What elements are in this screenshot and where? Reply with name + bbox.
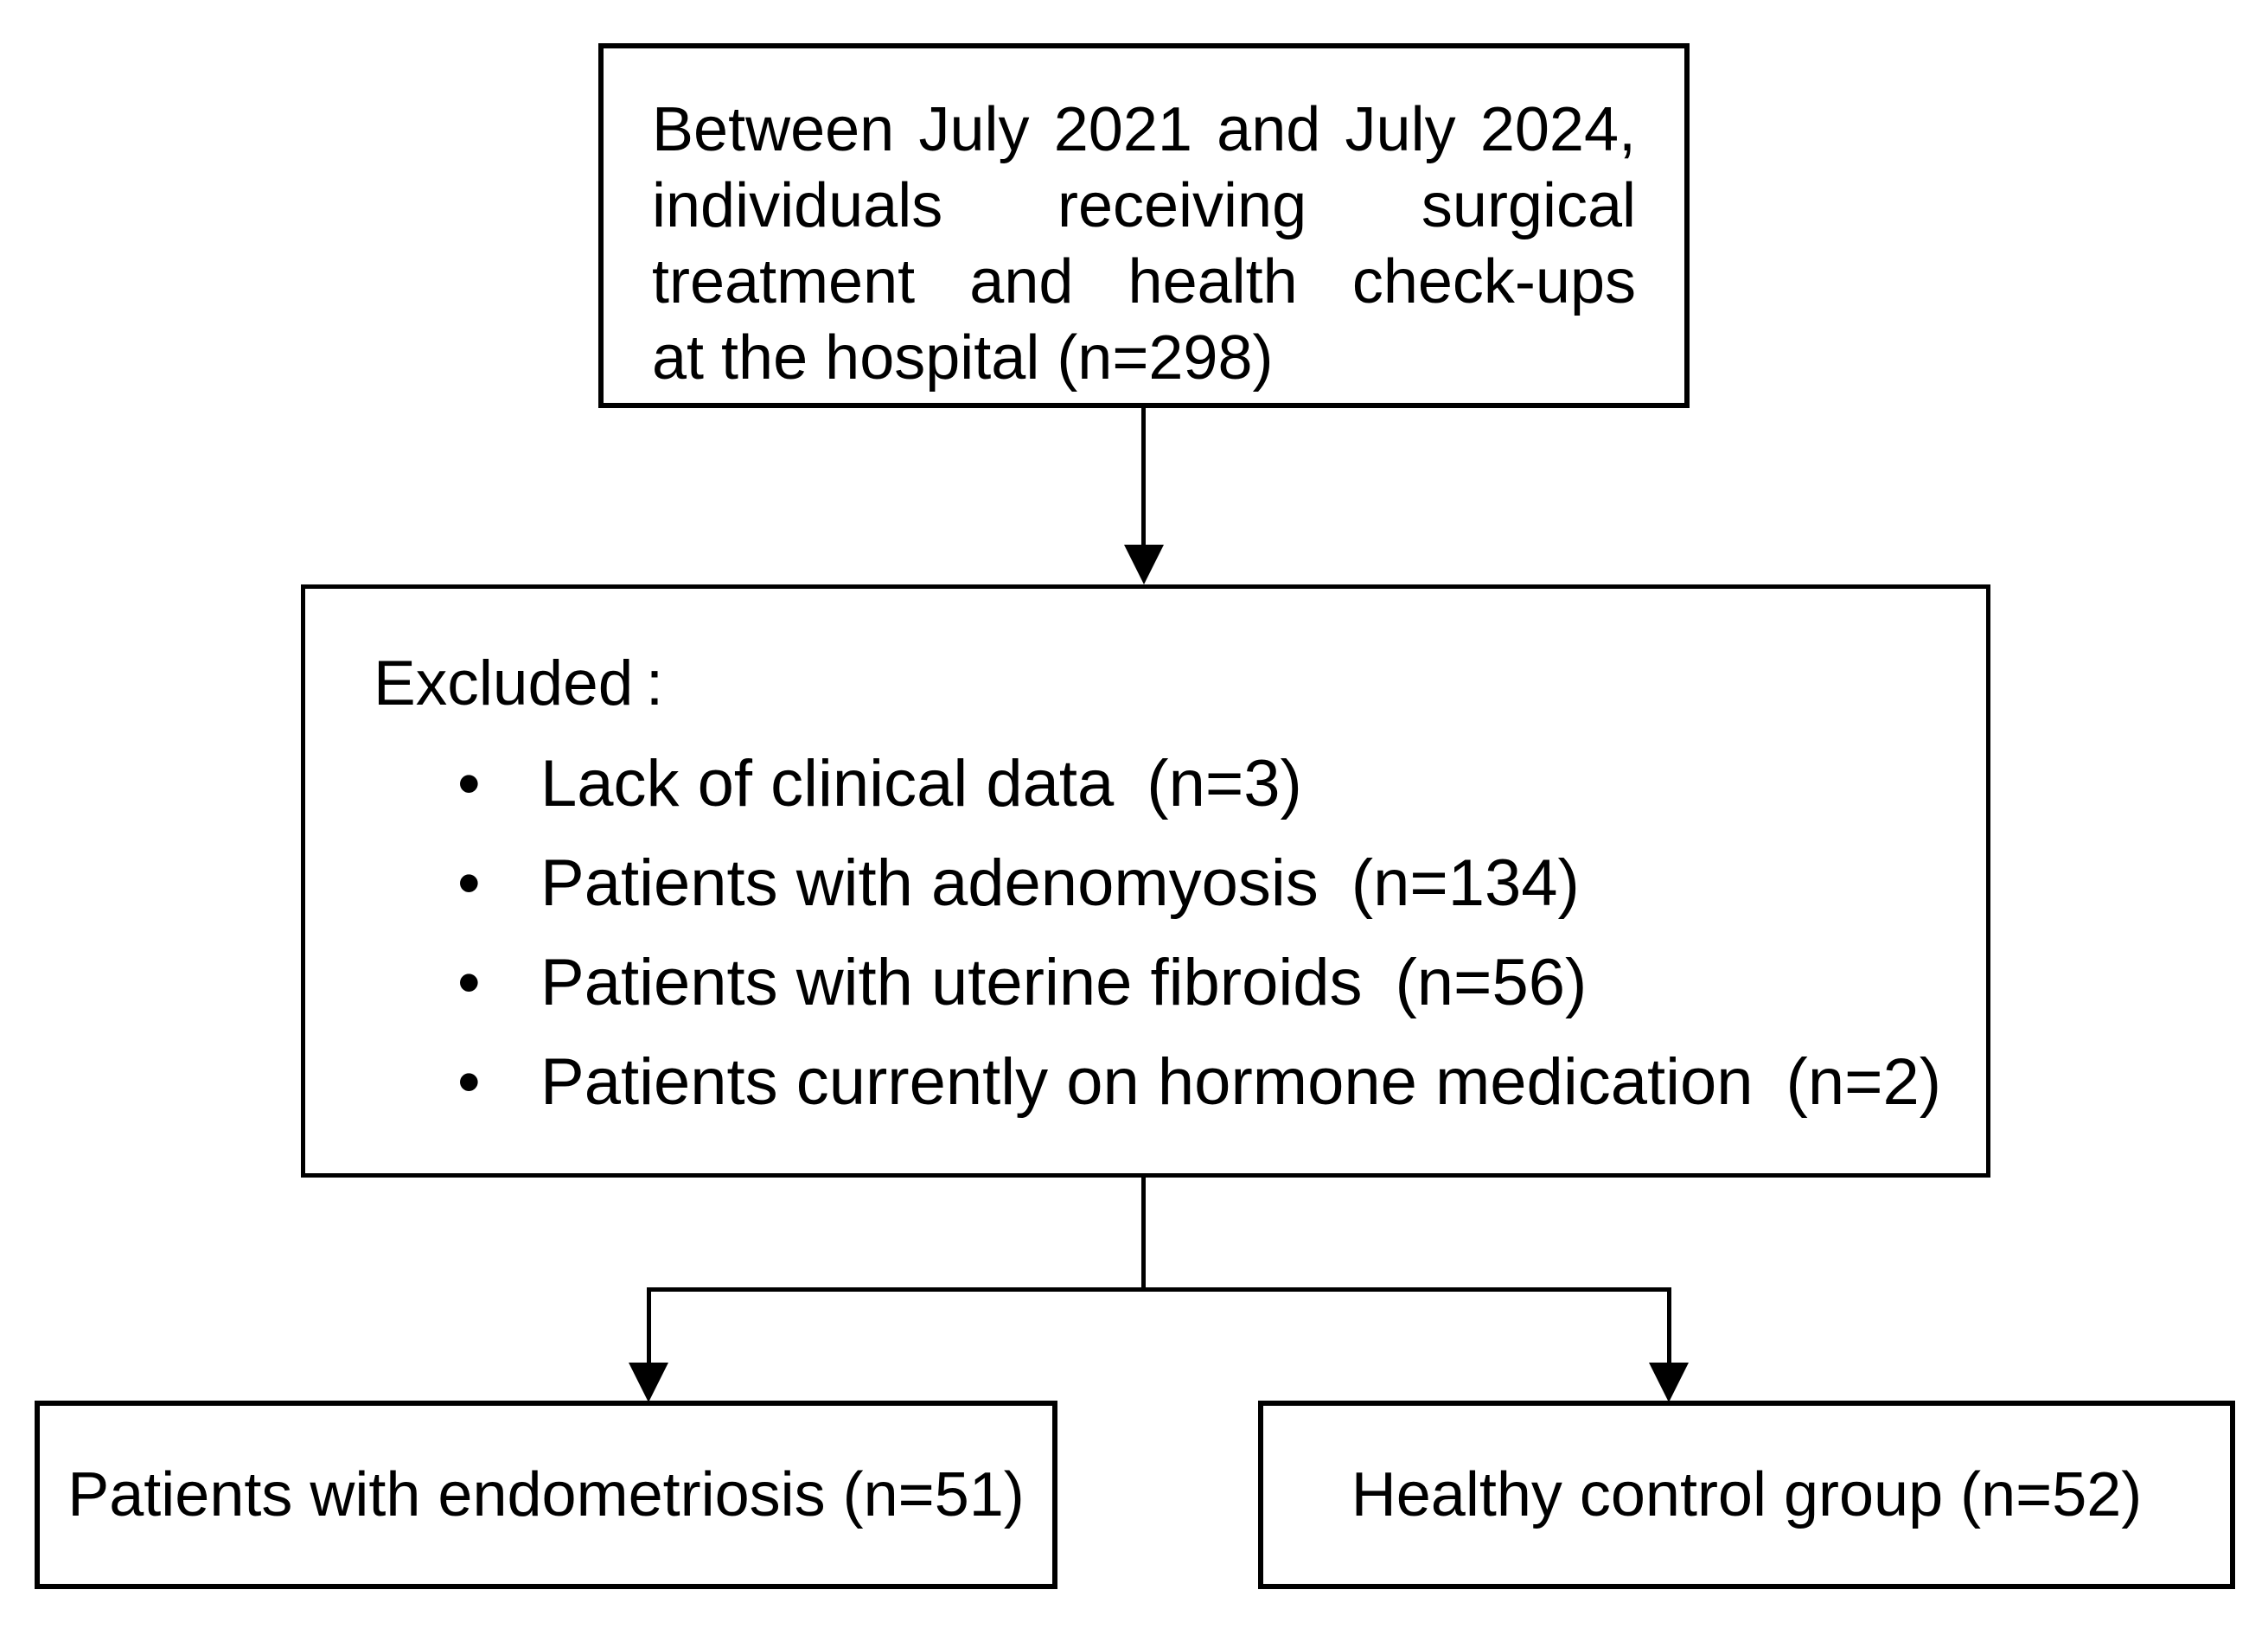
branch-horizontal-line: [647, 1287, 1671, 1292]
enrollment-text-line: individuals receiving surgical: [652, 171, 1636, 240]
enrollment-text-line: at the hospital (n=298): [652, 323, 1274, 393]
bullet-icon: •: [457, 1045, 481, 1119]
bullet-icon: •: [457, 747, 481, 820]
enrollment-text-line: Between July 2021 and July 2024,: [652, 95, 1636, 164]
arrow-to-endometriosis-line: [647, 1287, 651, 1365]
arrow-to-control-line: [1667, 1287, 1671, 1365]
excluded-item-text: Lack of clinical data (n=3): [540, 747, 1302, 820]
excluded-item-text: Patients with uterine fibroids (n=56): [540, 946, 1588, 1019]
control-group-box: Healthy control group (n=52): [1258, 1401, 2235, 1589]
excluded-list-item: • Patients with uterine fibroids (n=56): [457, 933, 1941, 1032]
excluded-list: • Lack of clinical data (n=3) • Patients…: [457, 734, 1941, 1132]
excluded-item-text: Patients currently on hormone medication…: [540, 1045, 1942, 1119]
enrollment-box: Between July 2021 and July 2024, individ…: [598, 43, 1690, 408]
enrollment-text-line: treatment and health check-ups: [652, 247, 1636, 316]
excluded-item-text: Patients with adenomyosis (n=134): [540, 846, 1580, 920]
bullet-icon: •: [457, 946, 481, 1019]
arrow-down-icon: [629, 1363, 668, 1402]
excluded-list-item: • Patients currently on hormone medicati…: [457, 1032, 1941, 1132]
branch-stem-line: [1141, 1176, 1146, 1290]
endometriosis-box-label: Patients with endometriosis (n=51): [67, 1460, 1025, 1529]
excluded-title: Excluded :: [374, 648, 664, 718]
arrow-down-icon: [1649, 1363, 1689, 1402]
arrow-down-icon: [1124, 545, 1164, 584]
endometriosis-box: Patients with endometriosis (n=51): [35, 1401, 1057, 1589]
excluded-list-item: • Patients with adenomyosis (n=134): [457, 833, 1941, 933]
excluded-box: Excluded : • Lack of clinical data (n=3)…: [301, 584, 1990, 1178]
excluded-list-item: • Lack of clinical data (n=3): [457, 734, 1941, 833]
arrow-top-to-excluded-line: [1141, 408, 1146, 546]
control-group-box-label: Healthy control group (n=52): [1351, 1460, 2143, 1529]
bullet-icon: •: [457, 846, 481, 920]
